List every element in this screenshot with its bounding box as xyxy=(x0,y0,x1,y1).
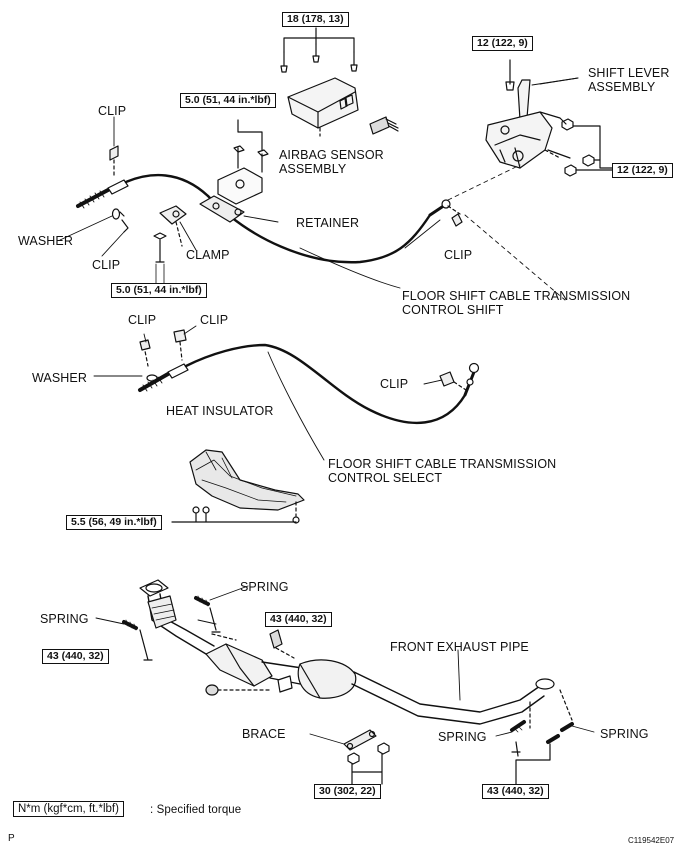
label-brace: BRACE xyxy=(242,727,286,741)
label-clip-top-left: CLIP xyxy=(98,104,127,118)
label-clip-select-a: CLIP xyxy=(128,313,157,327)
figure-id: C119542E07 xyxy=(628,836,675,845)
label-floor-shift-control-select: FLOOR SHIFT CABLE TRANSMISSION CONTROL S… xyxy=(328,457,557,485)
torque-shift-lever-top: 12 (122, 9) xyxy=(472,36,533,51)
label-washer-select: WASHER xyxy=(32,371,88,385)
label-front-exhaust-pipe: FRONT EXHAUST PIPE xyxy=(390,640,529,654)
label-clip-right-top: CLIP xyxy=(444,248,473,262)
label-spring-top: SPRING xyxy=(240,580,289,594)
legend-unit-box: N*m (kgf*cm, ft.*lbf) xyxy=(13,801,124,817)
shift-lever-assembly xyxy=(485,59,613,177)
legend-description: : Specified torque xyxy=(150,804,242,816)
footer-left-mark: P xyxy=(8,833,15,844)
torque-exhaust-left: 43 (440, 32) xyxy=(42,649,109,664)
control-select-cable xyxy=(138,329,480,424)
label-retainer: RETAINER xyxy=(296,216,360,230)
torque-exhaust-top: 43 (440, 32) xyxy=(265,612,332,627)
torque-exhaust-right: 43 (440, 32) xyxy=(482,784,549,799)
airbag-sensor-assembly xyxy=(280,27,399,137)
torque-bracket-top: 5.0 (51, 44 in.*lbf) xyxy=(180,93,276,108)
torque-airbag: 18 (178, 13) xyxy=(282,12,349,27)
airbag-connector xyxy=(369,116,399,135)
label-washer-top: WASHER xyxy=(18,234,74,248)
torque-shift-lever-right: 12 (122, 9) xyxy=(612,163,673,178)
label-clip-select-right: CLIP xyxy=(380,377,409,391)
torque-bracket-bottom: 5.0 (51, 44 in.*lbf) xyxy=(111,283,207,298)
leader-lines xyxy=(59,77,595,745)
label-floor-shift-control-shift: FLOOR SHIFT CABLE TRANSMISSION CONTROL S… xyxy=(402,289,631,317)
control-shift-cable xyxy=(76,119,566,301)
label-heat-insulator: HEAT INSULATOR xyxy=(166,404,274,418)
torque-heat-insulator: 5.5 (56, 49 in.*lbf) xyxy=(66,515,162,530)
torque-brace: 30 (302, 22) xyxy=(314,784,381,799)
label-clip-select-b: CLIP xyxy=(200,313,229,327)
label-airbag-sensor: AIRBAG SENSOR ASSEMBLY xyxy=(279,148,384,176)
label-spring-bottom-b: SPRING xyxy=(600,727,649,741)
label-spring-left: SPRING xyxy=(40,612,89,626)
label-spring-bottom-a: SPRING xyxy=(438,730,487,744)
heat-insulator xyxy=(171,449,305,524)
label-shift-lever: SHIFT LEVER ASSEMBLY xyxy=(588,66,670,94)
label-clamp: CLAMP xyxy=(186,248,230,262)
label-clip-mid-left: CLIP xyxy=(92,258,121,272)
front-exhaust-pipe xyxy=(122,579,574,785)
